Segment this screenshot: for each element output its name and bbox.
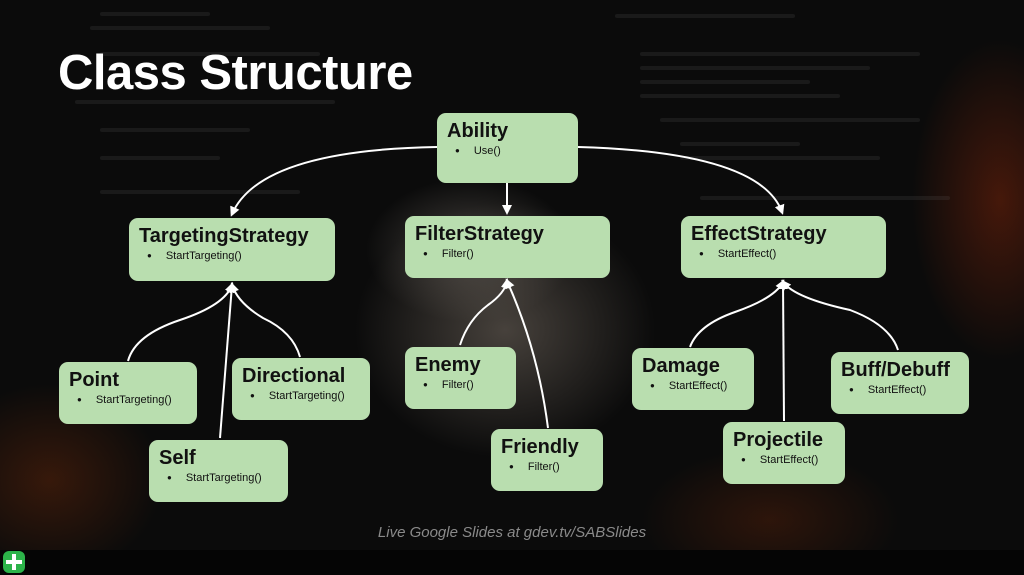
background-code-line xyxy=(100,190,300,194)
background-code-line xyxy=(640,52,920,56)
slide-title: Class Structure xyxy=(58,46,413,100)
background-code-line xyxy=(100,52,320,56)
node-method: StartEffect() xyxy=(733,452,835,469)
connector-damage-effect xyxy=(689,279,785,348)
connector-directional-targeting xyxy=(229,282,301,358)
background-code-line xyxy=(640,94,840,98)
node-method: Filter() xyxy=(501,459,593,476)
connector-friendly-filter xyxy=(505,278,549,429)
node-name: Point xyxy=(69,369,119,391)
node-method: Filter() xyxy=(415,246,600,263)
connector-ability-effect xyxy=(577,146,785,215)
node-name: Enemy xyxy=(415,354,481,376)
background-code-line xyxy=(660,118,920,122)
background-code-line xyxy=(640,66,870,70)
node-damage: Damage StartEffect() xyxy=(632,348,754,410)
node-point: Point StartTargeting() xyxy=(59,362,197,424)
node-self: Self StartTargeting() xyxy=(149,440,288,502)
node-method: StartTargeting() xyxy=(139,248,325,265)
connector-ability-targeting xyxy=(230,146,438,217)
node-method: StartTargeting() xyxy=(69,392,187,409)
node-name: Ability xyxy=(447,120,509,142)
node-method: Filter() xyxy=(415,377,506,394)
plus-badge-icon xyxy=(3,551,25,573)
node-method: StartEffect() xyxy=(841,382,959,399)
connector-buff-effect xyxy=(781,279,899,351)
background-code-line xyxy=(680,156,880,160)
node-targeting-strategy: TargetingStrategy StartTargeting() xyxy=(129,218,335,281)
node-enemy: Enemy Filter() xyxy=(405,347,516,409)
node-name: Directional xyxy=(242,365,346,387)
slides-link-footer: Live Google Slides at gdev.tv/SABSlides xyxy=(377,524,647,541)
node-name: Projectile xyxy=(733,429,824,451)
background-code-line xyxy=(90,26,270,30)
background-code-line xyxy=(100,12,210,16)
node-name: Self xyxy=(159,447,196,469)
node-method: StartTargeting() xyxy=(159,470,278,487)
node-name: FilterStrategy xyxy=(415,223,544,245)
node-buff-debuff: Buff/Debuff StartEffect() xyxy=(831,352,969,414)
background-code-line xyxy=(100,128,250,132)
node-method: StartEffect() xyxy=(691,246,876,263)
node-name: EffectStrategy xyxy=(691,223,827,245)
connector-self-targeting xyxy=(219,282,237,439)
background-code-line xyxy=(100,156,220,160)
node-projectile: Projectile StartEffect() xyxy=(723,422,845,484)
node-friendly: Friendly Filter() xyxy=(491,429,603,491)
node-filter-strategy: FilterStrategy Filter() xyxy=(405,216,610,278)
node-method: StartTargeting() xyxy=(242,388,360,405)
node-effect-strategy: EffectStrategy StartEffect() xyxy=(681,216,886,278)
node-directional: Directional StartTargeting() xyxy=(232,358,370,420)
background-code-line xyxy=(700,196,950,200)
node-method: Use() xyxy=(447,143,568,160)
background-code-line xyxy=(615,14,795,18)
background-code-line xyxy=(680,142,800,146)
node-name: TargetingStrategy xyxy=(139,225,309,247)
node-name: Buff/Debuff xyxy=(841,359,950,381)
background-code-line xyxy=(640,80,810,84)
connector-point-targeting xyxy=(127,282,235,362)
node-name: Friendly xyxy=(501,436,579,458)
node-name: Damage xyxy=(642,355,720,377)
connector-projectile-effect xyxy=(778,279,789,422)
background-code-line xyxy=(75,100,335,104)
node-method: StartEffect() xyxy=(642,378,744,395)
node-ability: Ability Use() xyxy=(437,113,578,183)
connector-enemy-filter xyxy=(459,278,511,346)
